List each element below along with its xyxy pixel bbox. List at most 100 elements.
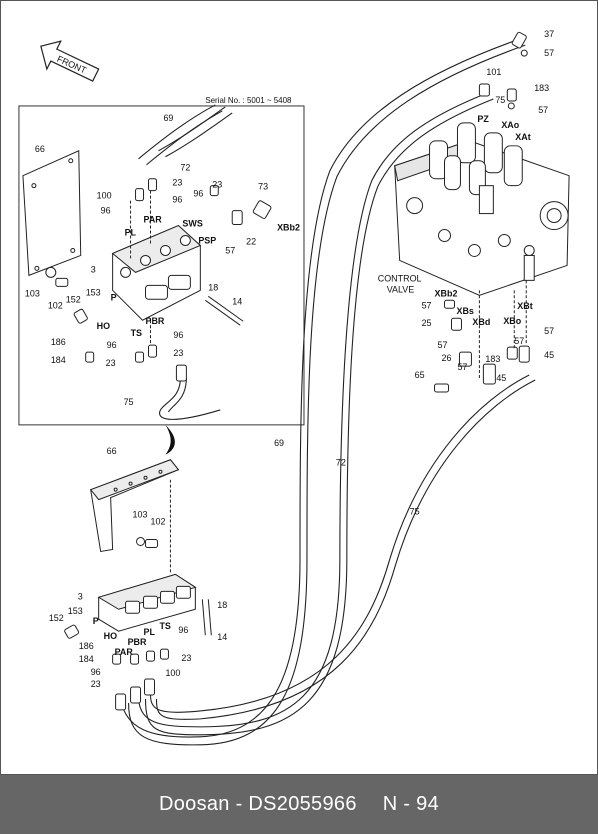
svg-text:VALVE: VALVE <box>387 284 415 294</box>
svg-text:23: 23 <box>91 679 101 689</box>
port-PL-lower: PL <box>144 627 156 637</box>
inset-pointer <box>165 424 175 455</box>
svg-text:103: 103 <box>25 288 40 298</box>
serial-detail-inset: Serial No. : 5001 ~ 5408 <box>18 96 305 426</box>
port-PBR: PBR <box>146 316 165 326</box>
svg-text:3: 3 <box>78 591 83 601</box>
port-XBd: XBd <box>472 317 490 327</box>
port-XBb2: XBb2 <box>435 288 458 298</box>
front-direction-arrow: FRONT <box>40 40 100 82</box>
port-XAo: XAo <box>501 120 519 130</box>
svg-text:96: 96 <box>178 625 188 635</box>
svg-text:CONTROL: CONTROL <box>378 273 422 283</box>
port-labels: PZ XAo XAt XBb2 XBb2 XBs XBd XBo XBt PL … <box>93 114 533 657</box>
svg-text:57: 57 <box>544 326 554 336</box>
svg-text:57: 57 <box>514 336 524 346</box>
svg-text:96: 96 <box>173 330 183 340</box>
svg-text:23: 23 <box>172 178 182 188</box>
svg-text:57: 57 <box>438 340 448 350</box>
port-PSP: PSP <box>198 235 216 245</box>
svg-text:96: 96 <box>91 667 101 677</box>
port-XBo: XBo <box>503 316 521 326</box>
svg-text:96: 96 <box>172 195 182 205</box>
port-PBR-lower: PBR <box>128 637 147 647</box>
svg-text:37: 37 <box>544 29 554 39</box>
svg-text:96: 96 <box>193 189 203 199</box>
svg-text:75: 75 <box>410 507 420 517</box>
svg-text:184: 184 <box>51 355 66 365</box>
svg-text:72: 72 <box>180 163 190 173</box>
part-callouts: 37 57 101 183 75 57 57 25 57 26 57 183 5… <box>25 29 554 689</box>
svg-text:66: 66 <box>35 144 45 154</box>
hose-lines <box>120 38 536 746</box>
control-valve-label: CONTROL VALVE <box>378 273 422 294</box>
port-XBs: XBs <box>456 306 473 316</box>
valve-fittings <box>434 31 530 393</box>
svg-text:57: 57 <box>225 245 235 255</box>
footer-page-number: N - 94 <box>382 793 440 815</box>
svg-text:102: 102 <box>150 517 165 527</box>
svg-text:57: 57 <box>457 362 467 372</box>
svg-text:152: 152 <box>66 294 81 304</box>
port-P-lower: P <box>93 616 99 626</box>
svg-text:3: 3 <box>91 264 96 274</box>
svg-text:152: 152 <box>49 613 64 623</box>
svg-text:100: 100 <box>165 668 180 678</box>
svg-text:153: 153 <box>86 287 101 297</box>
svg-text:96: 96 <box>107 340 117 350</box>
svg-text:26: 26 <box>442 353 452 363</box>
svg-text:14: 14 <box>217 632 227 642</box>
svg-text:23: 23 <box>212 180 222 190</box>
svg-text:69: 69 <box>163 113 173 123</box>
port-PL: PL <box>125 228 137 238</box>
svg-text:57: 57 <box>422 300 432 310</box>
svg-text:57: 57 <box>538 105 548 115</box>
port-PAR-lower: PAR <box>115 647 134 657</box>
lower-bracket-manifold <box>64 459 212 711</box>
port-HO: HO <box>97 321 110 331</box>
svg-text:23: 23 <box>181 653 191 663</box>
parts-diagram: FRONT Serial No. : 5001 ~ 5408 <box>0 0 598 775</box>
control-valve <box>394 122 570 296</box>
svg-text:96: 96 <box>101 206 111 216</box>
svg-text:14: 14 <box>232 296 242 306</box>
footer-text: Doosan - DS2055966 N - 94 <box>159 793 439 816</box>
svg-text:22: 22 <box>246 236 256 246</box>
port-SWS: SWS <box>182 219 202 229</box>
port-PAR: PAR <box>144 215 163 225</box>
svg-text:102: 102 <box>48 300 63 310</box>
svg-text:65: 65 <box>415 370 425 380</box>
port-TS-lower: TS <box>159 621 170 631</box>
svg-text:184: 184 <box>79 654 94 664</box>
svg-text:57: 57 <box>544 48 554 58</box>
svg-text:183: 183 <box>534 83 549 93</box>
inset-manifold <box>22 150 272 382</box>
port-XBb2-inset: XBb2 <box>277 223 300 233</box>
serial-note: Serial No. : 5001 ~ 5408 <box>205 96 292 105</box>
port-XAt: XAt <box>515 132 530 142</box>
svg-text:72: 72 <box>336 458 346 468</box>
footer-brand: Doosan - DS2055966 <box>158 793 357 815</box>
svg-text:45: 45 <box>496 373 506 383</box>
svg-text:69: 69 <box>274 438 284 448</box>
port-P: P <box>111 292 117 302</box>
svg-text:18: 18 <box>208 282 218 292</box>
svg-text:73: 73 <box>258 182 268 192</box>
svg-text:25: 25 <box>422 318 432 328</box>
svg-text:153: 153 <box>68 606 83 616</box>
svg-text:100: 100 <box>97 191 112 201</box>
port-PZ: PZ <box>477 114 489 124</box>
port-TS: TS <box>131 328 142 338</box>
port-HO-lower: HO <box>104 631 117 641</box>
svg-text:23: 23 <box>106 358 116 368</box>
svg-text:186: 186 <box>79 641 94 651</box>
svg-text:75: 75 <box>495 95 505 105</box>
page-footer: Doosan - DS2055966 N - 94 <box>0 775 598 834</box>
svg-text:23: 23 <box>173 348 183 358</box>
svg-text:186: 186 <box>51 337 66 347</box>
svg-text:75: 75 <box>124 397 134 407</box>
svg-text:45: 45 <box>544 350 554 360</box>
svg-text:66: 66 <box>107 446 117 456</box>
svg-text:101: 101 <box>486 67 501 77</box>
svg-text:103: 103 <box>133 510 148 520</box>
